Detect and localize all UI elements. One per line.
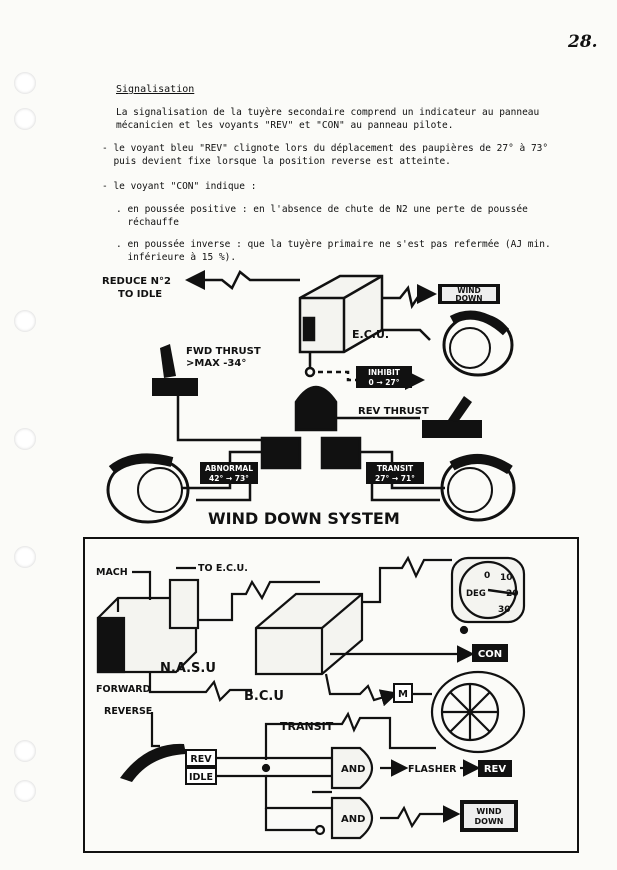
fwd-throttle-icon bbox=[152, 344, 198, 396]
motor-label: M bbox=[398, 689, 408, 700]
idle-input-label: IDLE bbox=[189, 772, 213, 783]
engine-nozzle-icon bbox=[440, 453, 516, 522]
deg-gauge bbox=[450, 556, 526, 635]
bcu-label: B.C.U bbox=[244, 689, 284, 704]
inhibit-label: INHIBIT bbox=[368, 368, 401, 377]
gauge-tick-30: 30 bbox=[498, 605, 511, 615]
rev-lamp bbox=[478, 760, 512, 777]
binder-hole bbox=[14, 428, 36, 450]
gauge-tick-10: 10 bbox=[500, 573, 513, 583]
ecu-box bbox=[298, 274, 384, 354]
paragraph: . en poussée inverse : que la tuyère pri… bbox=[116, 239, 551, 263]
binder-hole bbox=[14, 740, 36, 762]
engine-nozzle-icon bbox=[106, 453, 190, 524]
rev-throttle-icon bbox=[422, 396, 482, 438]
con-lamp-label: CON bbox=[478, 649, 502, 660]
binder-hole bbox=[14, 310, 36, 332]
mach-label: MACH bbox=[96, 567, 128, 578]
paragraph: La signalisation de la tuyère secondaire… bbox=[116, 107, 540, 131]
and-gate-2 bbox=[330, 796, 374, 840]
abnormal-range: 42° → 73° bbox=[209, 474, 249, 483]
transit-badge bbox=[366, 462, 424, 484]
engine-nozzle-icon bbox=[442, 310, 514, 377]
transit-range: 27° → 71° bbox=[375, 474, 415, 483]
fwd-thrust-label-1: FWD THRUST bbox=[186, 346, 261, 357]
binder-hole bbox=[14, 546, 36, 568]
section-title: Signalisation bbox=[116, 84, 195, 95]
nasu-label: N.A.S.U bbox=[160, 661, 216, 676]
reduce-label-2: TO IDLE bbox=[118, 289, 162, 300]
rev-lamp-label: REV bbox=[484, 764, 507, 775]
paragraph: . en poussée positive : en l'absence de … bbox=[116, 204, 528, 228]
and-gate-1 bbox=[330, 746, 374, 790]
paragraph: - le voyant bleu "REV" clignote lors du … bbox=[102, 143, 549, 167]
fwd-thrust-label-2: >MAX -34° bbox=[186, 358, 246, 369]
inhibit-range: 0 → 27° bbox=[369, 378, 400, 387]
gauge-tick-0: 0 bbox=[484, 571, 490, 581]
and-gate-1-label: AND bbox=[341, 764, 365, 775]
ecu-label: E.C.U. bbox=[352, 328, 389, 341]
engine-nozzle-icon bbox=[430, 670, 526, 754]
motor-box bbox=[393, 683, 413, 703]
rev-input-box bbox=[185, 749, 217, 767]
binder-hole bbox=[14, 108, 36, 130]
wind-down-lamp bbox=[460, 800, 518, 832]
binder-hole bbox=[14, 780, 36, 802]
abnormal-label: ABNORMAL bbox=[205, 464, 253, 473]
binder-hole bbox=[14, 72, 36, 94]
to-ecu-label: TO E.C.U. bbox=[198, 563, 248, 574]
page-number: 28. bbox=[568, 32, 598, 52]
paragraph: - le voyant "CON" indique : bbox=[102, 181, 257, 192]
abnormal-badge bbox=[200, 462, 258, 484]
flasher-label: FLASHER bbox=[408, 764, 457, 775]
idle-input-box bbox=[185, 767, 217, 785]
gauge-tick-20: 20 bbox=[506, 589, 519, 599]
wind-down-lamp-line2: DOWN bbox=[455, 294, 482, 303]
inhibit-badge bbox=[356, 366, 412, 388]
reverse-label: REVERSE bbox=[104, 706, 152, 717]
wind-down-lamp-line1: WIND bbox=[457, 286, 481, 295]
forward-label: FORWARD bbox=[96, 684, 151, 695]
signal-diagram bbox=[96, 555, 481, 840]
transit-label-2: TRANSIT bbox=[280, 720, 334, 733]
rev-thrust-label: REV THRUST bbox=[358, 406, 429, 417]
wind-down-lamp bbox=[438, 284, 500, 304]
con-lamp bbox=[472, 644, 508, 662]
wind-down-lamp2-line1: WIND bbox=[476, 807, 501, 816]
wind-down-lamp2-line2: DOWN bbox=[475, 817, 504, 826]
wind-down-system-diagram bbox=[176, 270, 445, 502]
diagram2-frame bbox=[83, 537, 579, 853]
and-gate-2-label: AND bbox=[341, 814, 365, 825]
transit-label: TRANSIT bbox=[377, 464, 414, 473]
gauge-deg-label: DEG bbox=[466, 589, 486, 599]
nasu-box bbox=[96, 578, 200, 674]
rev-input-label: REV bbox=[190, 754, 212, 765]
reverse-lever-icon bbox=[120, 743, 186, 782]
bcu-box bbox=[254, 592, 364, 676]
reduce-label-1: REDUCE N°2 bbox=[102, 276, 171, 287]
system-title: WIND DOWN SYSTEM bbox=[208, 509, 400, 528]
